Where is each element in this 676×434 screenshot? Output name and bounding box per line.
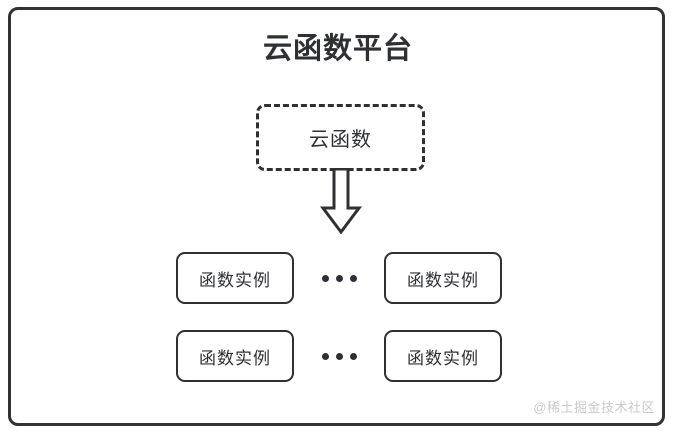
function-instance-row: 函数实例 函数实例 — [176, 252, 502, 304]
ellipsis-dot — [321, 274, 329, 282]
function-instance-row: 函数实例 函数实例 — [176, 330, 502, 382]
ellipsis-icon — [321, 252, 357, 304]
ellipsis-dot — [321, 352, 329, 360]
function-instance-label: 函数实例 — [407, 270, 479, 290]
ellipsis-dot — [349, 274, 357, 282]
ellipsis-dot — [335, 352, 343, 360]
ellipsis-dot — [335, 274, 343, 282]
watermark: @稀土掘金技术社区 — [533, 400, 655, 415]
function-instance-label: 函数实例 — [407, 348, 479, 368]
ellipsis-dot — [349, 352, 357, 360]
cloud-function-label: 云函数 — [309, 129, 372, 151]
cloud-function-node: 云函数 — [256, 104, 425, 171]
function-instance-box: 函数实例 — [384, 330, 502, 382]
down-block-arrow-icon — [318, 167, 364, 235]
function-instance-label: 函数实例 — [199, 270, 271, 290]
function-instance-label: 函数实例 — [199, 348, 271, 368]
ellipsis-icon — [321, 330, 357, 382]
page-title: 云函数平台 — [262, 33, 413, 65]
function-instance-box: 函数实例 — [176, 330, 294, 382]
function-instance-box: 函数实例 — [384, 252, 502, 304]
function-instance-box: 函数实例 — [176, 252, 294, 304]
